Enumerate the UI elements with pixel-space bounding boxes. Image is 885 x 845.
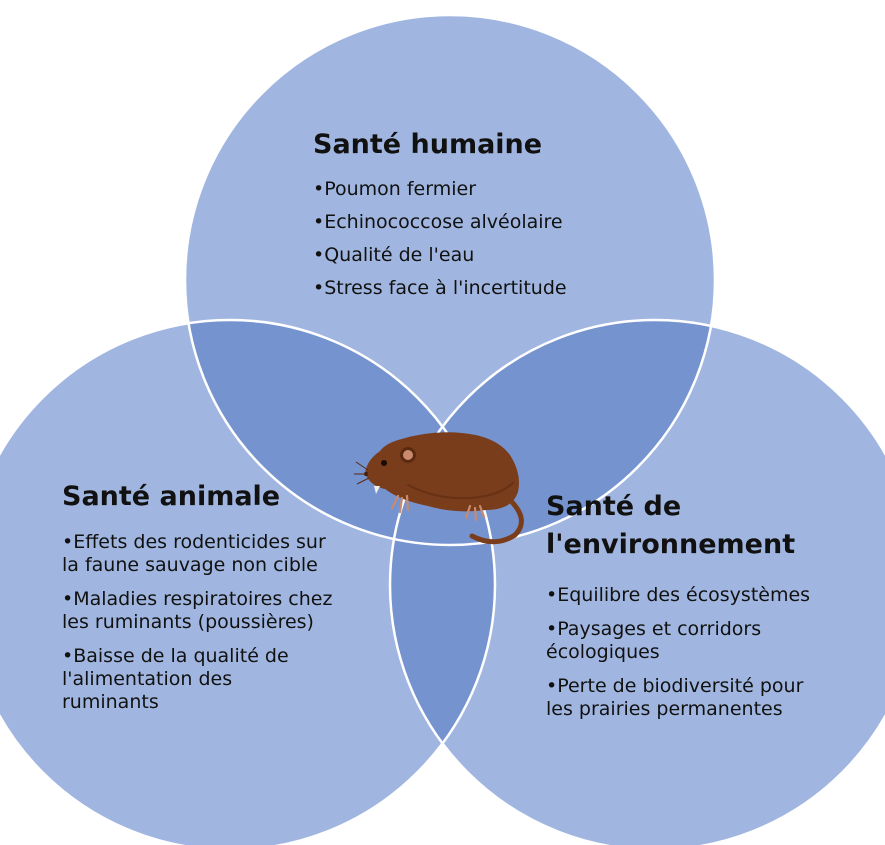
circle-animal-outline	[0, 318, 497, 845]
circle-human-outline	[183, 13, 717, 547]
human-health-section: Santé humaine •Poumon fermier •Echinococ…	[313, 126, 633, 310]
list-item: •Qualité de l'eau	[313, 244, 475, 266]
overlap-human-environment	[390, 320, 715, 545]
list-item: •Effets des rodenticides sur la faune sa…	[62, 531, 326, 576]
human-health-title: Santé humaine	[313, 129, 543, 160]
circle-environment-outline	[388, 318, 885, 845]
list-item: •Perte de biodiversité pour les prairies…	[546, 675, 804, 720]
list-item: •Stress face à l'incertitude	[313, 277, 567, 299]
list-item: •Baisse de la qualité de l'alimentation …	[62, 645, 289, 713]
animal-health-list: •Effets des rodenticides sur la faune sa…	[62, 531, 392, 714]
list-item: •Maladies respiratoires chez les ruminan…	[62, 588, 333, 633]
environment-health-title: Santé de l'environnement	[546, 491, 796, 560]
list-item: •Echinococcose alvéolaire	[313, 211, 563, 233]
environment-health-list: •Equilibre des écosystèmes •Paysages et …	[546, 584, 866, 721]
list-item: •Paysages et corridors écologiques	[546, 618, 762, 663]
animal-health-section: Santé animale •Effets des rodenticides s…	[62, 478, 392, 725]
overlap-human-animal	[185, 320, 495, 545]
list-item: •Equilibre des écosystèmes	[546, 584, 811, 606]
animal-health-title: Santé animale	[62, 481, 281, 512]
environment-health-section: Santé de l'environnement •Equilibre des …	[546, 488, 866, 732]
human-health-list: •Poumon fermier •Echinococcose alvéolair…	[313, 178, 633, 300]
list-item: •Poumon fermier	[313, 178, 477, 200]
vole-mouse-icon	[354, 432, 524, 545]
